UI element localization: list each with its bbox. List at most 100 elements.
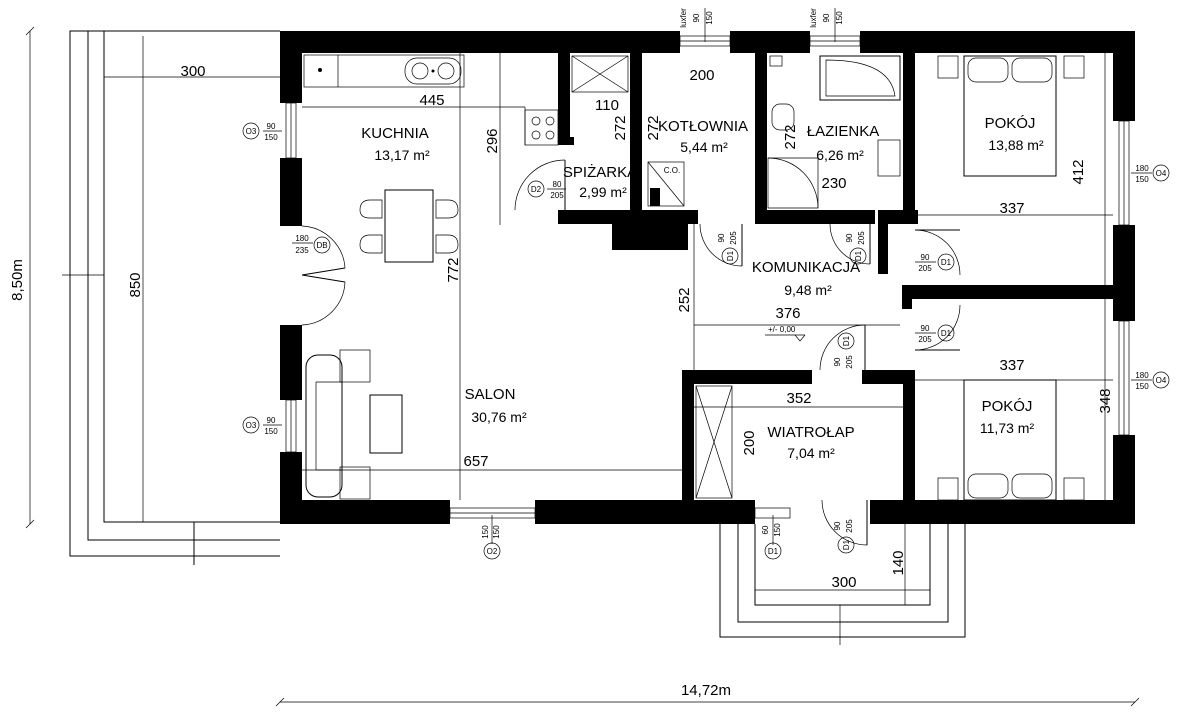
tag-w: 180 <box>1135 371 1149 380</box>
room-area: 9,48 m² <box>784 282 832 298</box>
dimension-lines <box>25 26 1140 707</box>
terrace-outline <box>62 30 280 565</box>
room-name: POKÓJ <box>982 398 1033 415</box>
room-name: POKÓJ <box>985 115 1036 132</box>
door-tag-d1-room-bottom: 90 205 D1 <box>915 324 955 344</box>
window-tag-o3-top: O3 90 150 <box>242 122 282 142</box>
tag-h: 205 <box>550 191 564 200</box>
tag-w: 90 <box>822 13 831 22</box>
dim-porch-width: 300 <box>831 574 856 591</box>
outer-walls <box>280 31 1135 524</box>
bed-top <box>937 55 1085 177</box>
dim-salon-width: 657 <box>463 453 488 470</box>
tag-id: D2 <box>531 185 542 194</box>
tag-id: D1 <box>941 329 952 338</box>
dim-boiler-width: 200 <box>689 67 714 84</box>
tag-h: 235 <box>295 246 309 255</box>
dim-room-top-width: 337 <box>999 200 1024 217</box>
tag-h: 205 <box>845 355 854 369</box>
tag-w: 90 <box>845 233 854 242</box>
tag-id: O4 <box>1156 376 1167 385</box>
dim-terrace-depth: 850 <box>127 272 144 297</box>
bathroom-fixtures <box>767 55 901 209</box>
tag-id: DB <box>316 241 327 250</box>
dim-kitchen-depth: 296 <box>484 128 501 153</box>
room-pokoj-top: POKÓJ 13,88 m² <box>985 115 1044 153</box>
room-area: 11,73 m² <box>980 420 1035 436</box>
tag-id: O4 <box>1156 169 1167 178</box>
room-area: 2,99 m² <box>579 184 627 200</box>
tag-h: 150 <box>835 11 844 25</box>
tag-h: 150 <box>1135 175 1149 184</box>
room-name: WIATROŁAP <box>767 424 854 441</box>
tag-h: 205 <box>857 231 866 245</box>
dim-vestibule-height: 200 <box>741 430 758 455</box>
dim-salon-height: 772 <box>445 257 462 282</box>
tag-id: D1 <box>768 547 779 556</box>
room-area: 30,76 m² <box>471 409 527 425</box>
door-tag-d1-room-top: 90 205 D1 <box>915 253 955 273</box>
dim-porch-depth: 140 <box>890 550 907 575</box>
tag-h: 205 <box>845 519 854 533</box>
tag-w: 90 <box>921 253 930 262</box>
internal-walls <box>558 53 1113 500</box>
tag-label: luxfer <box>809 8 818 28</box>
tag-id: D1 <box>726 250 735 261</box>
level-marker: +/- 0,00 <box>768 325 796 334</box>
pantry-shelves <box>571 55 629 93</box>
room-pokoj-bottom: POKÓJ 11,73 m² <box>980 398 1035 436</box>
tag-w: 90 <box>267 416 276 425</box>
tag-w: 80 <box>553 180 562 189</box>
dim-room-top-height: 412 <box>1070 159 1087 184</box>
vestibule-wardrobe <box>695 385 733 499</box>
dim-total-height: 8,50m <box>9 259 26 301</box>
dim-corridor-width: 376 <box>775 305 800 322</box>
room-spizarka: SPIŻARKA 2,99 m² <box>563 163 637 200</box>
kitchen-counter <box>303 54 574 146</box>
window-tag-luxfer-2: luxfer 90 150 <box>809 8 844 42</box>
tag-w: 90 <box>717 233 726 242</box>
boiler-equipment <box>621 161 685 245</box>
tag-id: D1 <box>854 250 863 261</box>
windows <box>285 35 1130 519</box>
tag-w: 90 <box>267 122 276 131</box>
window-tag-o3-bottom: O3 90 150 <box>242 416 282 436</box>
tag-id: O3 <box>246 421 257 430</box>
room-salon: SALON 30,76 m² <box>465 386 527 425</box>
dim-corridor-height: 252 <box>676 287 693 312</box>
door-tag-db: 180 235 DB <box>292 234 331 255</box>
tag-w: 180 <box>295 234 309 243</box>
chimney-label: C.O. <box>664 166 680 175</box>
door-tag-d1-bath: D1 90 205 <box>845 231 867 265</box>
dim-room-bottom-width: 337 <box>999 357 1024 374</box>
room-kuchnia: KUCHNIA 13,17 m² <box>361 125 430 163</box>
sofa <box>305 349 403 500</box>
room-area: 6,26 m² <box>816 147 864 163</box>
dim-bath-width: 230 <box>821 175 846 192</box>
tag-w: 90 <box>692 13 701 22</box>
door-tag-d2: D2 80 205 <box>527 180 566 200</box>
door-tag-d1-entry: D1 90 205 <box>833 519 855 554</box>
tag-w: 150 <box>481 525 490 539</box>
room-area: 5,44 m² <box>680 139 728 155</box>
tag-id: O3 <box>246 127 257 136</box>
door-tag-d1-boiler: D1 90 205 <box>717 231 739 265</box>
dim-vestibule-width: 352 <box>786 390 811 407</box>
room-wiatrolap: WIATROŁAP 7,04 m² <box>767 424 854 461</box>
partition-lines <box>302 53 1113 500</box>
room-komunikacja: KOMUNIKACJA 9,48 m² <box>752 259 860 298</box>
porch <box>719 524 966 645</box>
door-swings <box>301 159 961 546</box>
tag-w: 90 <box>833 357 842 366</box>
dining-table <box>359 189 459 263</box>
tag-h: 150 <box>264 427 278 436</box>
tag-h: 150 <box>773 523 782 537</box>
tag-h: 205 <box>918 335 932 344</box>
window-tag-o4-bottom: O4 180 150 <box>1131 371 1170 391</box>
dim-total-width: 14,72m <box>681 682 731 699</box>
dimension-labels: 300 445 110 272 296 200 272 272 230 337 … <box>9 63 1114 699</box>
door-tag-d1-window: D1 60 150 <box>761 515 782 560</box>
dim-terrace-width: 300 <box>180 63 205 80</box>
room-name: KOMUNIKACJA <box>752 259 860 276</box>
